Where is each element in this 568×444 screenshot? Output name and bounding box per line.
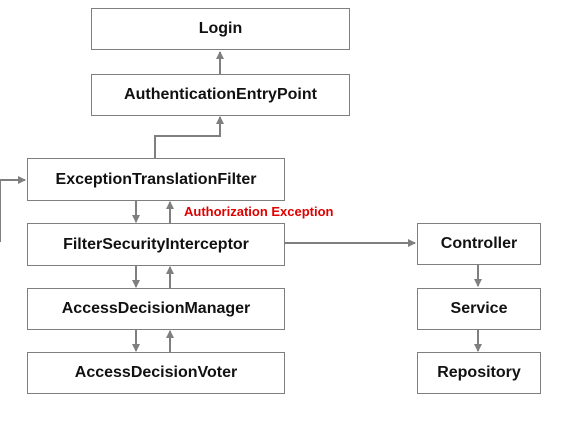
node-controller: Controller — [417, 223, 541, 265]
node-filter-security-interceptor: FilterSecurityInterceptor — [27, 223, 285, 266]
node-exception-translation-filter: ExceptionTranslationFilter — [27, 158, 285, 201]
label-authorization-exception: Authorization Exception — [184, 204, 334, 219]
node-access-decision-voter: AccessDecisionVoter — [27, 352, 285, 394]
node-login: Login — [91, 8, 350, 50]
edge-incoming-to-filter — [0, 176, 26, 242]
edge-filter-to-entrypoint — [154, 116, 224, 158]
node-access-decision-manager: AccessDecisionManager — [27, 288, 285, 330]
node-repository: Repository — [417, 352, 541, 394]
node-authentication-entry-point: AuthenticationEntryPoint — [91, 74, 350, 116]
node-service: Service — [417, 288, 541, 330]
